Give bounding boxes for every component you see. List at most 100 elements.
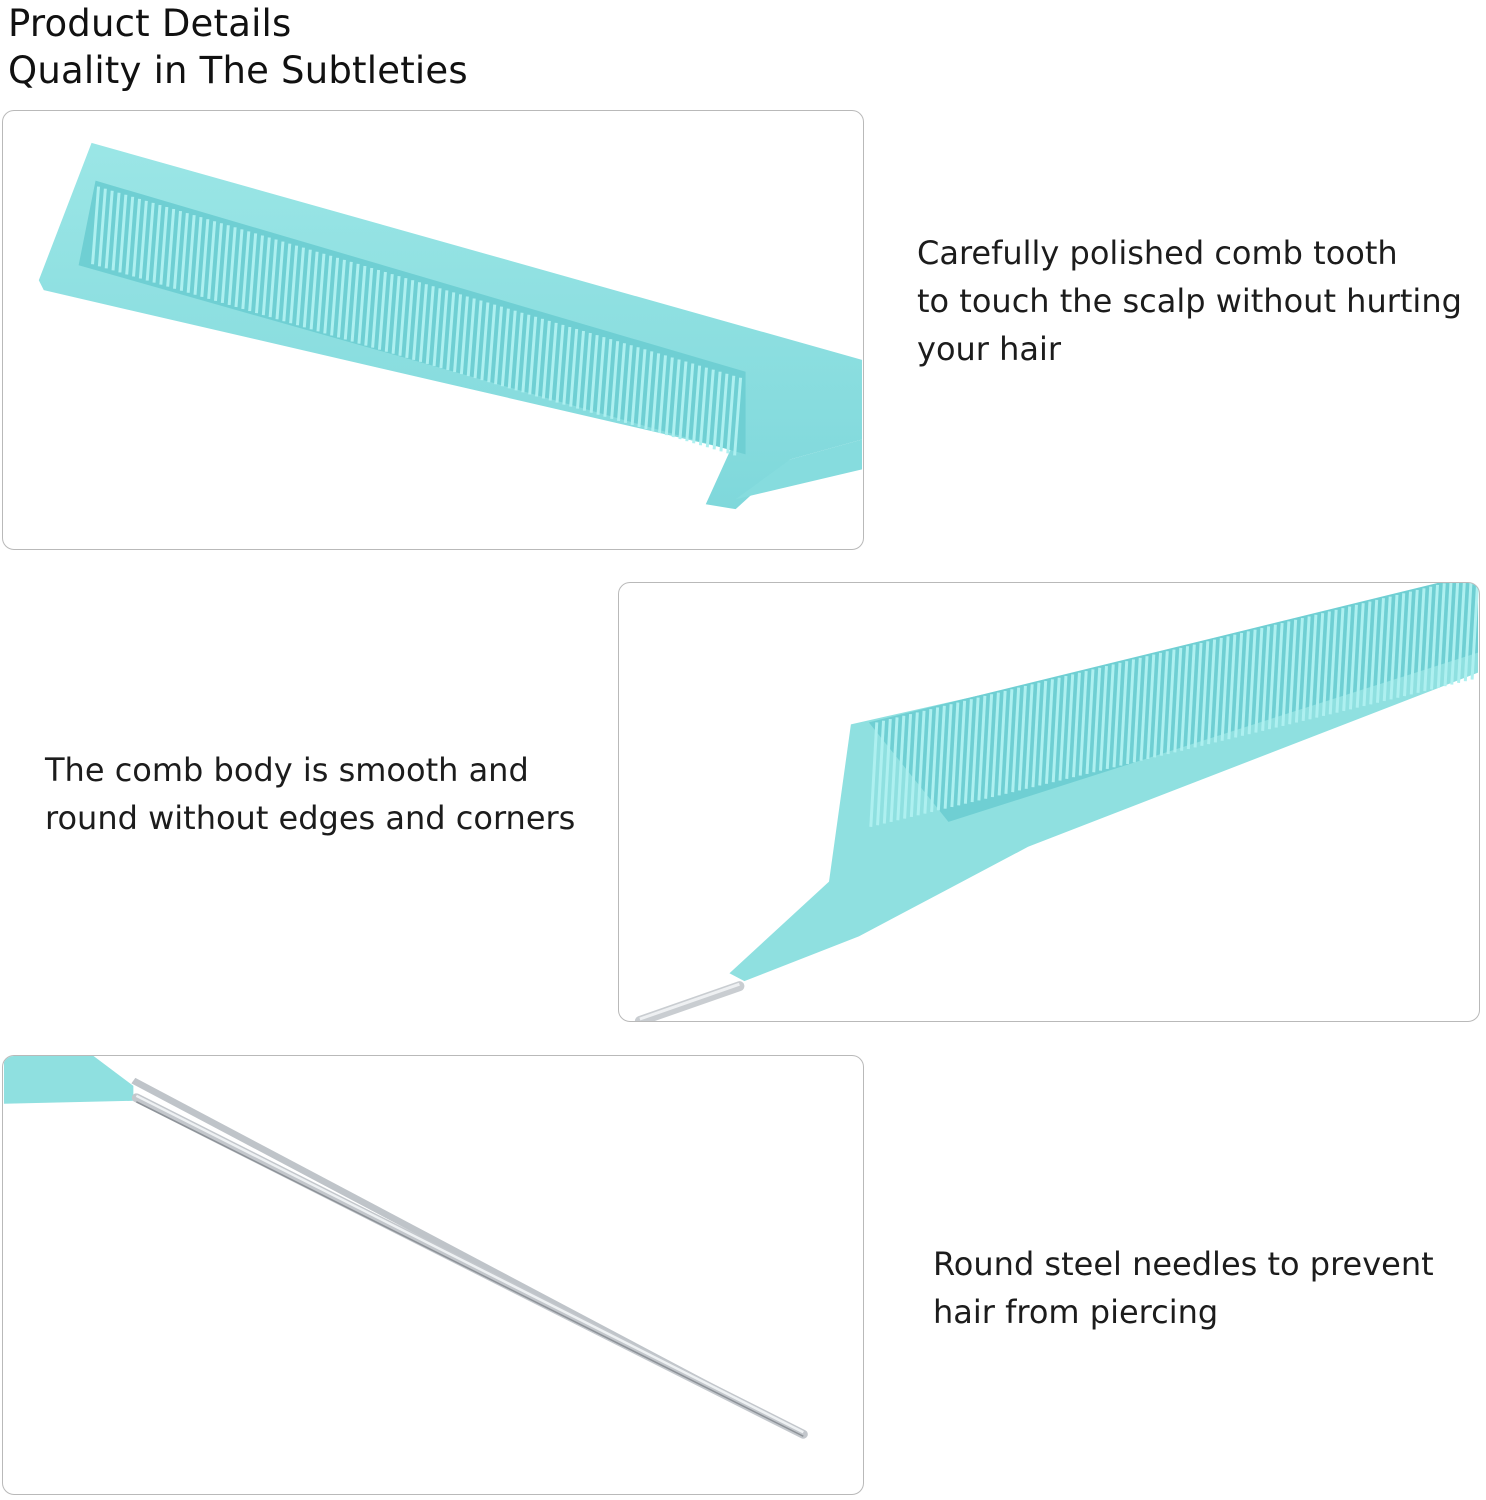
comb-tooth	[950, 702, 960, 808]
comb-tooth	[1470, 583, 1479, 680]
comb-tooth	[705, 369, 715, 448]
comb-tooth	[644, 351, 654, 430]
comb-tooth	[248, 233, 258, 312]
comb-tooth	[1301, 616, 1311, 722]
comb-tooth	[330, 257, 340, 336]
comb-tooth	[1375, 598, 1385, 703]
comb-tooth	[336, 259, 346, 338]
steel-needle-image	[2, 1055, 864, 1495]
page-title: Product Details	[8, 2, 292, 45]
comb-tooth	[453, 294, 463, 373]
comb-tooth	[997, 690, 1007, 796]
comb-tooth	[125, 196, 135, 275]
comb-tooth	[970, 697, 980, 803]
comb-tooth	[1227, 634, 1237, 740]
caption-line: hair from piercing	[933, 1293, 1219, 1331]
comb-tooth	[1139, 656, 1149, 761]
steel-needle-body	[131, 1093, 808, 1439]
comb-tooth	[1112, 662, 1122, 768]
comb-tooth	[200, 219, 210, 297]
comb-tooth	[1078, 670, 1088, 776]
comb-tooth	[555, 324, 565, 403]
comb-tooth	[1186, 644, 1196, 750]
comb-tooth	[882, 718, 892, 824]
comb-tooth	[1342, 606, 1352, 712]
comb-tooth	[159, 206, 169, 285]
comb-tooth	[698, 367, 708, 446]
comb-tooth	[1403, 591, 1412, 697]
comb-tooth	[364, 267, 374, 346]
comb-tooth	[936, 705, 946, 811]
comb-tooth	[1132, 657, 1142, 763]
comb-tooth	[514, 312, 524, 391]
comb-tooth	[254, 235, 264, 314]
comb-handle-end	[3, 1056, 134, 1104]
comb-tooth	[1038, 680, 1048, 786]
comb-tooth	[1017, 685, 1027, 791]
comb-tooth	[1153, 652, 1163, 758]
comb-tooth	[1065, 674, 1075, 779]
comb-tooth	[685, 363, 695, 442]
comb-tooth	[1355, 603, 1365, 708]
comb-tooth	[1240, 631, 1250, 736]
comb-tooth	[138, 200, 148, 279]
steel-pin-shape	[634, 981, 745, 1021]
comb-tooth	[1267, 624, 1277, 730]
steel-needle-highlight	[135, 1094, 804, 1434]
comb-tooth	[1024, 684, 1034, 789]
comb-tooth	[1450, 583, 1460, 685]
feature-caption-needle: Round steel needles to prevent hair from…	[933, 1240, 1434, 1336]
comb-tooth	[261, 237, 271, 316]
caption-line: your hair	[917, 330, 1062, 368]
comb-tooth	[1335, 608, 1345, 713]
comb-tooth	[1315, 613, 1325, 718]
comb-tooth	[651, 353, 661, 432]
comb-tooth	[889, 717, 899, 823]
comb-tooth	[1463, 583, 1473, 682]
comb-tooth	[1058, 675, 1068, 781]
comb-tooth	[377, 271, 387, 350]
comb-tooth	[391, 276, 401, 354]
comb-tooth	[671, 359, 681, 438]
comb-tooth	[487, 304, 497, 383]
comb-tooth	[896, 715, 906, 821]
comb-tooth	[446, 292, 456, 371]
comb-tooth	[323, 255, 333, 334]
comb-tooth	[309, 251, 319, 330]
comb-tooth	[405, 280, 415, 358]
comb-tooth	[295, 247, 305, 326]
comb-tooth	[1261, 626, 1271, 731]
comb-tooth	[1126, 659, 1135, 765]
comb-tooth	[582, 332, 592, 411]
comb-tooth	[1092, 667, 1102, 773]
comb-tooth	[207, 221, 217, 299]
comb-tooth	[398, 278, 408, 356]
comb-tooth	[1328, 609, 1338, 715]
comb-tooth	[1396, 593, 1406, 698]
comb-tooth	[1348, 604, 1358, 710]
comb-tooth	[412, 282, 422, 360]
comb-tooth	[909, 712, 919, 818]
comb-tooth	[923, 709, 933, 814]
comb-tooth	[282, 243, 292, 322]
comb-tooth	[1281, 621, 1291, 726]
comb-tooth	[220, 225, 230, 304]
comb-tooth	[1085, 669, 1095, 774]
caption-line: The comb body is smooth and	[45, 751, 529, 789]
comb-tooth	[500, 308, 510, 387]
comb-tooth	[173, 210, 182, 289]
caption-line: Round steel needles to prevent	[933, 1245, 1434, 1283]
comb-tooth	[596, 337, 606, 415]
comb-tooth	[152, 204, 162, 283]
comb-teeth	[869, 583, 1479, 827]
comb-tooth	[1362, 601, 1372, 707]
comb-tooth	[943, 704, 953, 809]
comb-tooth	[1166, 649, 1176, 755]
comb-body-image	[618, 582, 1480, 1022]
comb-tooth	[193, 217, 203, 295]
feature-caption-teeth: Carefully polished comb tooth to touch t…	[917, 229, 1462, 373]
comb-tooth	[916, 710, 926, 816]
comb-tooth	[350, 263, 360, 342]
comb-tooth	[623, 345, 633, 424]
comb-tooth	[535, 318, 544, 397]
